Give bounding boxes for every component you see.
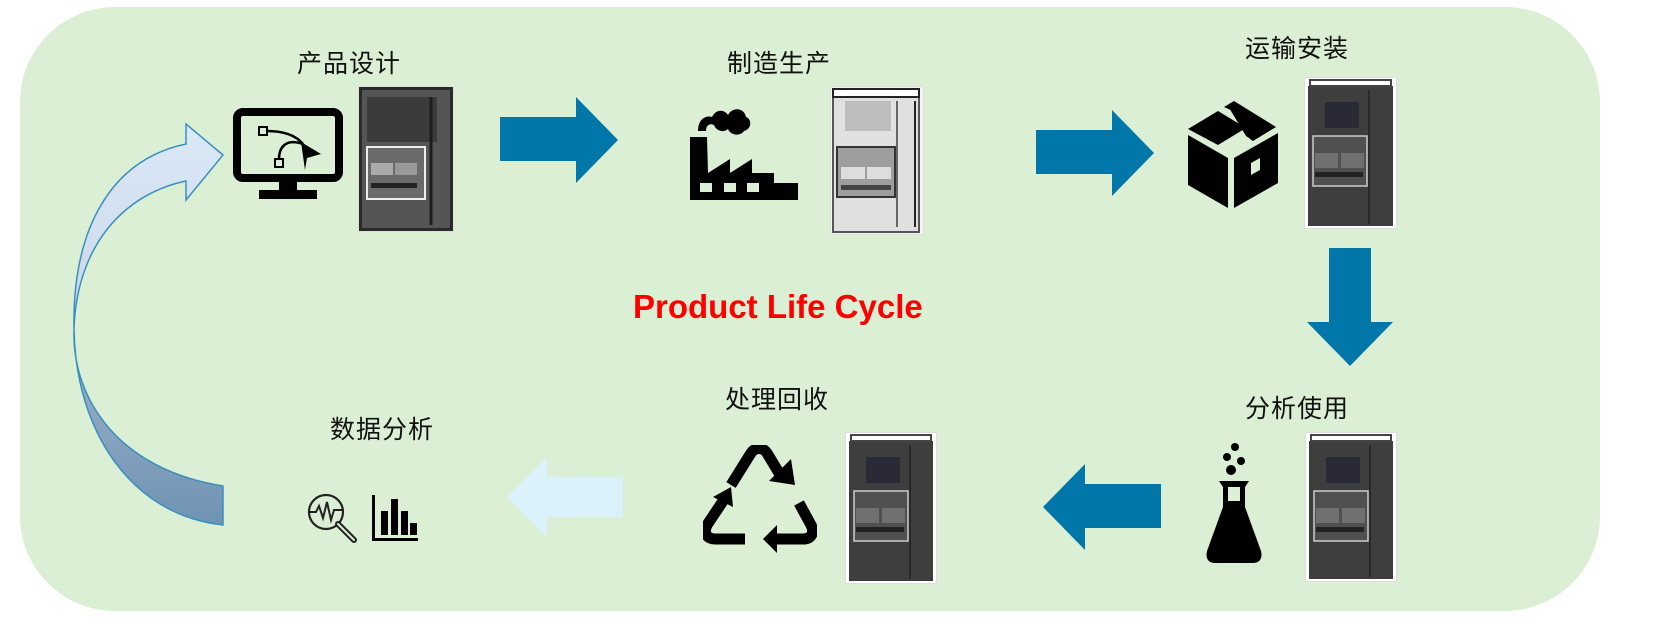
- stage-label-design: 产品设计: [297, 49, 402, 78]
- flow-arrow-left-faded: [507, 457, 623, 537]
- lab-flask-icon: [1206, 443, 1262, 563]
- factory-icon: [690, 109, 798, 200]
- recycle-icon: [703, 445, 817, 553]
- flow-arrow-right-2: [1036, 110, 1154, 196]
- product-image-sketch: [358, 86, 454, 232]
- product-image-partial: [830, 86, 924, 235]
- diagram-title: Product Life Cycle: [633, 288, 923, 325]
- flow-arrow-right-1: [500, 97, 618, 183]
- product-image-finished-1: [1304, 77, 1397, 229]
- stage-label-usage: 分析使用: [1245, 394, 1350, 423]
- flow-arrow-down: [1307, 248, 1393, 366]
- stage-label-manufacturing: 制造生产: [727, 49, 832, 78]
- search-waveform-icon: [307, 493, 357, 543]
- monitor-design-icon: [233, 108, 343, 199]
- flow-arrow-left-1: [1043, 464, 1161, 550]
- bar-chart-icon: [372, 495, 418, 541]
- stage-label-shipping: 运输安装: [1245, 34, 1350, 63]
- product-image-finished-3: [845, 432, 937, 584]
- package-box-icon: [1188, 101, 1278, 208]
- stage-label-analytics: 数据分析: [330, 415, 435, 444]
- product-image-finished-2: [1305, 432, 1397, 582]
- stage-label-recycling: 处理回收: [725, 385, 830, 414]
